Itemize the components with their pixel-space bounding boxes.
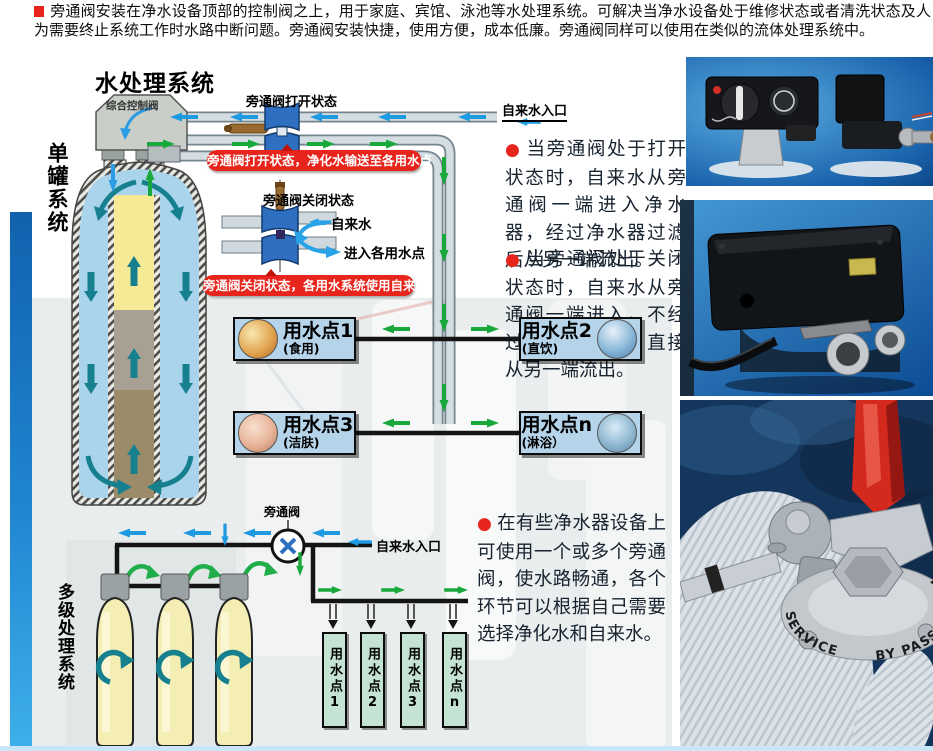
bottom-point-box-2: 用水点2 (360, 632, 385, 728)
red-dot-bullet: ● (505, 250, 522, 270)
bottom-point-box-1: 用水点1 (322, 632, 347, 728)
control-valve-label: 综合控制阀 (106, 100, 159, 112)
bottom-light-strip (0, 746, 933, 751)
product-photo-black-valve (680, 200, 933, 396)
drop-arrows (328, 604, 458, 629)
use-point-box-n: 用水点n(淋浴） (519, 411, 642, 455)
single-tank-system-label: 单罐系统 (45, 142, 69, 234)
shower-photo-icon (597, 413, 637, 453)
food-photo-icon (238, 319, 278, 359)
enter-use-points-label: 进入各用水点 (344, 246, 425, 262)
red-square-bullet (34, 6, 44, 17)
use-point-box-3: 用水点3(洁肤) (233, 411, 356, 455)
banner-pointer (281, 144, 293, 151)
red-dot-bullet: ● (505, 140, 522, 160)
bypass-valve-circle (270, 520, 306, 564)
banner-pointer (265, 269, 277, 276)
bottom-point-box-n: 用水点n (442, 632, 467, 728)
bypass-valve-closed (221, 180, 341, 272)
product-photo-bypass-handle: SERVICE BY PASS (680, 400, 933, 751)
bypass-open-label: 旁通阀打开状态 (246, 95, 338, 110)
banner-closed-state: 旁通阀关闭状态，各用水系统使用自来水 (203, 269, 428, 296)
use-point-row-pipes (350, 336, 519, 436)
use-point-box-1: 用水点1(食用) (233, 317, 356, 361)
drinking-photo-icon (597, 319, 637, 359)
bottom-pipes (114, 542, 468, 604)
left-blue-accent-bar (10, 212, 32, 751)
bypass-valve-label: 旁通阀 (264, 505, 301, 519)
note-closed-state: ●当旁通阀处于关闭状态时，自来水从旁通阀一端进入，不经过净水器过滤，直接从另一端… (505, 249, 686, 381)
bypass-closed-label: 旁通阀关闭状态 (263, 194, 355, 209)
single-tank (71, 161, 207, 506)
face-photo-icon (238, 413, 278, 453)
tap-inlet-label-bottom: 自来水入口 (376, 540, 442, 555)
tap-water-label: 自来水 (331, 217, 372, 233)
note-multiple-valves: ●在有些净水器设备上可使用一个或多个旁通阀，使水路畅通，各个环节可以根据自己需要… (477, 513, 666, 645)
multi-stage-system-label: 多级处理系统 (54, 583, 74, 691)
intro-text: 旁通阀安装在净水设备顶部的控制阀之上，用于家庭、宾馆、泳池等水处理系统。可解决当… (34, 2, 931, 39)
banner-open-state: 旁通阀打开状态，净化水输送至各用水点 (207, 144, 432, 171)
product-photo-control-valves (686, 57, 933, 186)
diagram-title: 水处理系统 (95, 71, 215, 97)
red-dot-bullet: ● (477, 514, 493, 534)
multistage-tanks (97, 573, 254, 747)
intro-paragraph: 旁通阀安装在净水设备顶部的控制阀之上，用于家庭、宾馆、泳池等水处理系统。可解决当… (34, 2, 931, 39)
use-point-box-2: 用水点2(直饮) (519, 317, 642, 361)
bottom-point-box-3: 用水点3 (400, 632, 425, 728)
tap-inlet-label-top: 自来水入口 (502, 100, 568, 122)
note-open-state: ●当旁通阀处于打开状态时，自来水从旁通阀一端进入净水器，经过净水器过滤后从另一端… (505, 139, 686, 271)
